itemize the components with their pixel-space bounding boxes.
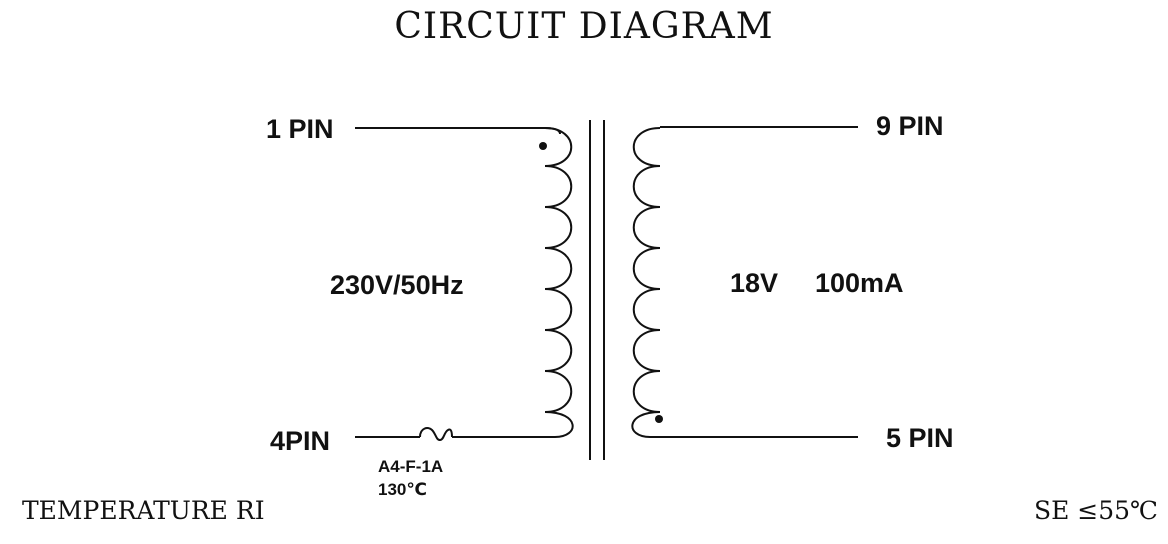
footer-temperature-rise-left: TEMPERATURE RI [22, 496, 265, 525]
secondary-polarity-dot [655, 415, 663, 423]
primary-winding [544, 127, 574, 438]
primary-top-lead [355, 127, 561, 135]
secondary-pin-9-label: 9 PIN [876, 111, 944, 141]
secondary-current-label: 100mA [815, 268, 904, 298]
diagram-title: CIRCUIT DIAGRAM [394, 6, 774, 47]
primary-pin-4-label: 4PIN [270, 426, 331, 456]
secondary-winding [631, 127, 661, 438]
primary-pin-1-label: 1 PIN [266, 114, 334, 144]
fuse-temperature-label: 130℃ [378, 480, 427, 499]
primary-rating-label: 230V/50Hz [330, 270, 464, 300]
secondary-pin-5-label: 5 PIN [886, 423, 954, 453]
thermal-fuse-symbol [419, 427, 453, 442]
primary-polarity-dot [539, 142, 547, 150]
fuse-code-label: A4-F-1A [378, 457, 444, 476]
footer-temperature-rise-right: SE ≤55℃ [1033, 496, 1158, 525]
secondary-voltage-label: 18V [730, 268, 779, 298]
